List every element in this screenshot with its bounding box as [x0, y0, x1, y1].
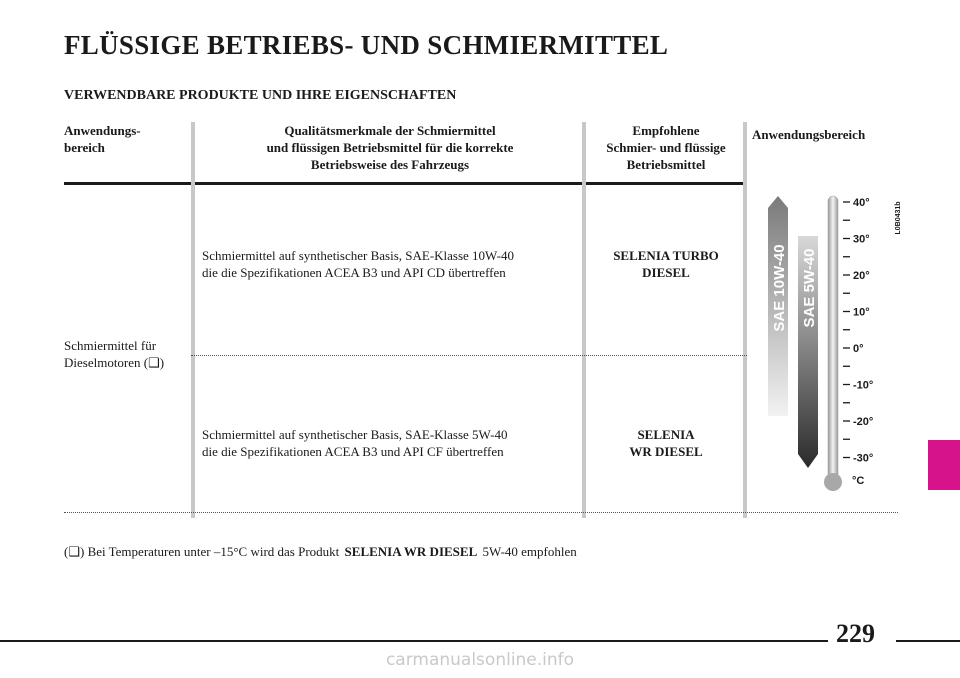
footnote-product: SELENIA WR DIESEL	[344, 544, 478, 559]
scale-tick-label: -10°	[853, 380, 873, 392]
band-label-5w-40: SAE 5W-40	[801, 249, 818, 328]
scale-tick-label: -20°	[853, 416, 873, 428]
scale-tick-label: -30°	[853, 453, 873, 465]
application-cell: Schmiermittel für Dieselmotoren (❑)	[64, 338, 165, 370]
product-cell-2: SELENIA WR DIESEL	[629, 427, 703, 459]
spec-cell-1: Schmiermittel auf synthetischer Basis, S…	[202, 248, 514, 280]
scale-tick-label: 20°	[853, 270, 870, 282]
product-cell-1: SELENIA TURBO DIESEL	[613, 248, 719, 280]
thermometer-bulb	[824, 473, 842, 491]
column-divider-3	[743, 122, 747, 518]
footnote-prefix: (❑) Bei Temperaturen unter –15°C wird da…	[64, 544, 340, 559]
section-subtitle: VERWENDBARE PRODUKTE UND IHRE EIGENSCHAF…	[64, 88, 457, 103]
band-sae-5w-40	[798, 236, 818, 468]
footnote-suffix: 5W-40 empfohlen	[482, 544, 577, 559]
header-quality: Qualitätsmerkmale der Schmiermittel und …	[266, 123, 514, 172]
unit-label: °C	[852, 475, 864, 487]
row-divider	[191, 355, 747, 356]
spec-cell-2: Schmiermittel auf synthetischer Basis, S…	[202, 427, 508, 459]
header-divider	[64, 182, 747, 185]
header-range: Anwendungsbereich	[752, 127, 866, 142]
footer-rule-left	[0, 640, 828, 642]
figure-code: L0B0431b	[895, 201, 902, 234]
footer-rule-right	[896, 640, 960, 642]
page-title: FLÜSSIGE BETRIEBS- UND SCHMIERMITTEL	[64, 30, 669, 60]
header-products: Empfohlene Schmier- und flüssige Betrieb…	[606, 123, 726, 172]
header-application: Anwendungs- bereich	[64, 123, 141, 155]
scale-tick-label: 0°	[853, 343, 864, 355]
scale-tick-label: 10°	[853, 307, 870, 319]
scale-tick-label: 30°	[853, 234, 870, 246]
scale-tick-label: 40°	[853, 197, 870, 209]
band-sae-10w-40	[768, 196, 788, 416]
column-divider-2	[582, 122, 586, 518]
page-number: 229	[836, 619, 875, 648]
band-label-10w-40: SAE 10W-40	[771, 244, 788, 331]
column-divider-1	[191, 122, 195, 518]
temperature-range-chart: SAE 10W-40 SAE 5W-40 40° 30° 20° 10° 0° -10° -…	[768, 195, 902, 491]
watermark: carmanualsonline.info	[385, 650, 575, 670]
thermometer-tube	[827, 195, 839, 481]
table-bottom-divider	[64, 512, 898, 513]
temperature-scale: 40° 30° 20° 10° 0° -10° -20° -30°	[843, 197, 873, 465]
section-tab	[928, 440, 960, 490]
footnote: (❑) Bei Temperaturen unter –15°C wird da…	[64, 544, 577, 560]
